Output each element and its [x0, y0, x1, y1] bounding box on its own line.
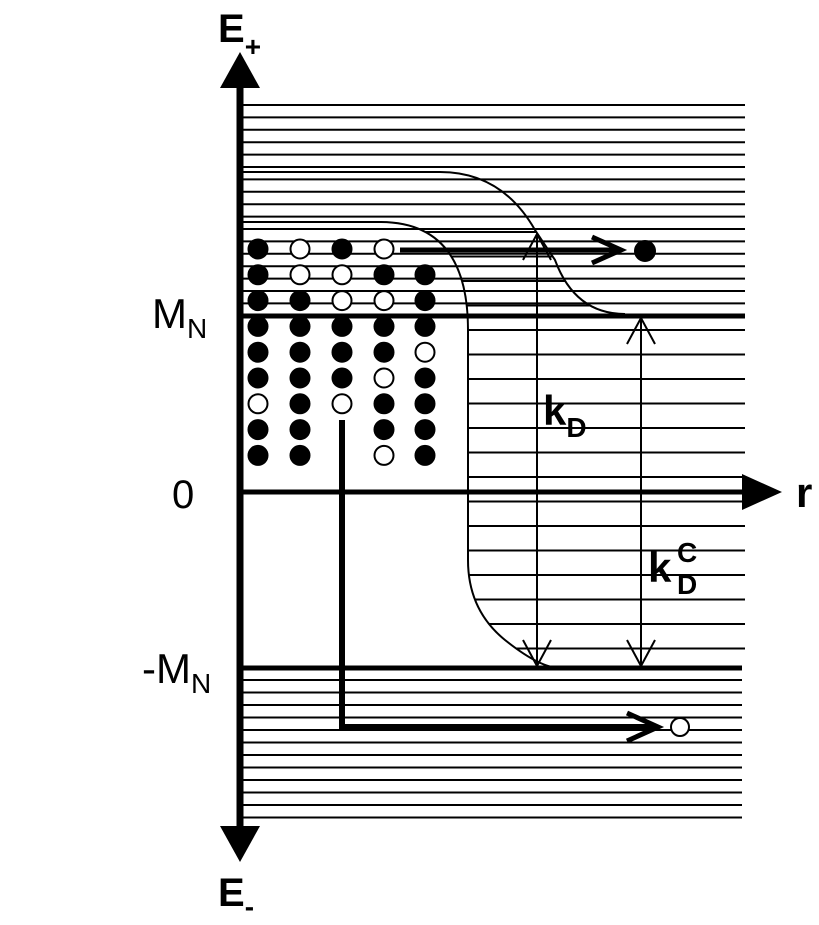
electron-filled: [373, 315, 395, 337]
electron-filled: [289, 315, 311, 337]
electron-filled: [289, 290, 311, 312]
electron-filled: [331, 315, 353, 337]
hole-empty: [331, 393, 353, 415]
electron-filled: [247, 341, 269, 363]
hole-empty: [414, 341, 436, 363]
hole-empty: [373, 238, 395, 260]
electron-filled: [414, 315, 436, 337]
electron-filled: [247, 367, 269, 389]
hole-escape-arrowhead: [625, 710, 665, 744]
escaped-hole: [670, 717, 690, 737]
hole-empty: [373, 290, 395, 312]
electron-filled: [247, 315, 269, 337]
neg-mn-label: -MN: [142, 645, 211, 699]
electron-filled: [289, 341, 311, 363]
e-minus-label: E-: [218, 871, 254, 922]
electron-filled: [373, 341, 395, 363]
outer-boundary-curve: [240, 171, 626, 315]
electron-filled: [247, 419, 269, 441]
electron-filled: [373, 264, 395, 286]
e-minus-arrowhead: [220, 826, 260, 862]
r-axis-arrowhead: [742, 474, 782, 510]
lower-continuum-hatching: [240, 679, 742, 819]
electron-filled: [331, 238, 353, 260]
hole-empty: [289, 238, 311, 260]
kdc-arrowhead-top: [626, 315, 656, 345]
electron-filled: [247, 290, 269, 312]
hole-empty: [373, 444, 395, 466]
kd-label: kD: [543, 387, 587, 443]
kdc-label-subscript: D: [677, 569, 697, 600]
inner-boundary-curve: [240, 221, 561, 669]
electron-filled: [331, 341, 353, 363]
kdc-label: k: [648, 544, 672, 591]
kdc-label-superscript: C: [677, 537, 697, 568]
electron-filled: [414, 393, 436, 415]
kdc-arrowhead-bottom: [626, 639, 656, 669]
escaped-electron: [634, 240, 656, 262]
e-plus-arrowhead: [220, 52, 260, 88]
hole-empty: [247, 393, 269, 415]
hole-empty: [331, 264, 353, 286]
electron-filled: [414, 444, 436, 466]
hole-empty: [289, 264, 311, 286]
e-plus-label: E+: [218, 7, 261, 62]
electron-filled: [289, 393, 311, 415]
electron-filled: [247, 264, 269, 286]
electron-filled: [247, 444, 269, 466]
electron-hole-grid: [247, 238, 436, 466]
upper-continuum-hatching: [240, 104, 745, 305]
kd-arrowhead-top: [522, 231, 552, 261]
r-axis-label: r: [796, 469, 812, 516]
mn-label: MN: [152, 290, 207, 344]
hole-empty: [331, 290, 353, 312]
electron-escape-arrowhead: [590, 234, 628, 266]
electron-filled: [373, 419, 395, 441]
electron-filled: [247, 238, 269, 260]
electron-filled: [289, 367, 311, 389]
electron-filled: [414, 367, 436, 389]
hole-empty: [373, 367, 395, 389]
kd-arrowhead-bottom: [522, 639, 552, 669]
electron-filled: [414, 264, 436, 286]
electron-filled: [373, 393, 395, 415]
electron-filled: [289, 419, 311, 441]
electron-filled: [289, 444, 311, 466]
electron-filled: [414, 290, 436, 312]
electron-filled: [331, 367, 353, 389]
electron-filled: [414, 419, 436, 441]
zero-label: 0: [172, 473, 194, 517]
